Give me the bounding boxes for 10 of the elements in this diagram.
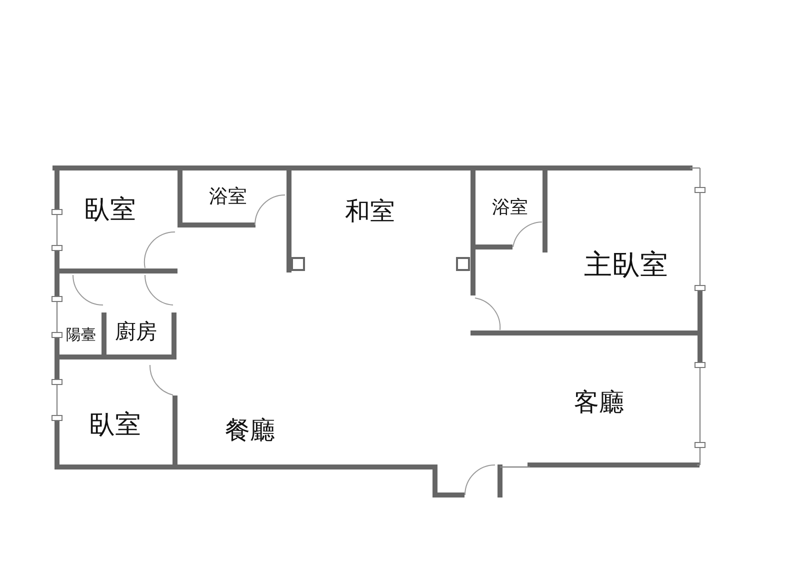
room-label: 浴室: [209, 188, 247, 206]
room-label: 和室: [345, 198, 395, 224]
room-label: 陽臺: [66, 328, 96, 342]
room-label: 廚房: [115, 322, 157, 342]
room-label: 客廳: [574, 390, 624, 414]
room-label: 臥室: [89, 412, 141, 438]
room-label: 浴室: [492, 199, 528, 217]
room-label: 臥室: [84, 197, 136, 223]
room-label: 主臥室: [584, 251, 668, 279]
room-label: 餐廳: [225, 418, 275, 442]
